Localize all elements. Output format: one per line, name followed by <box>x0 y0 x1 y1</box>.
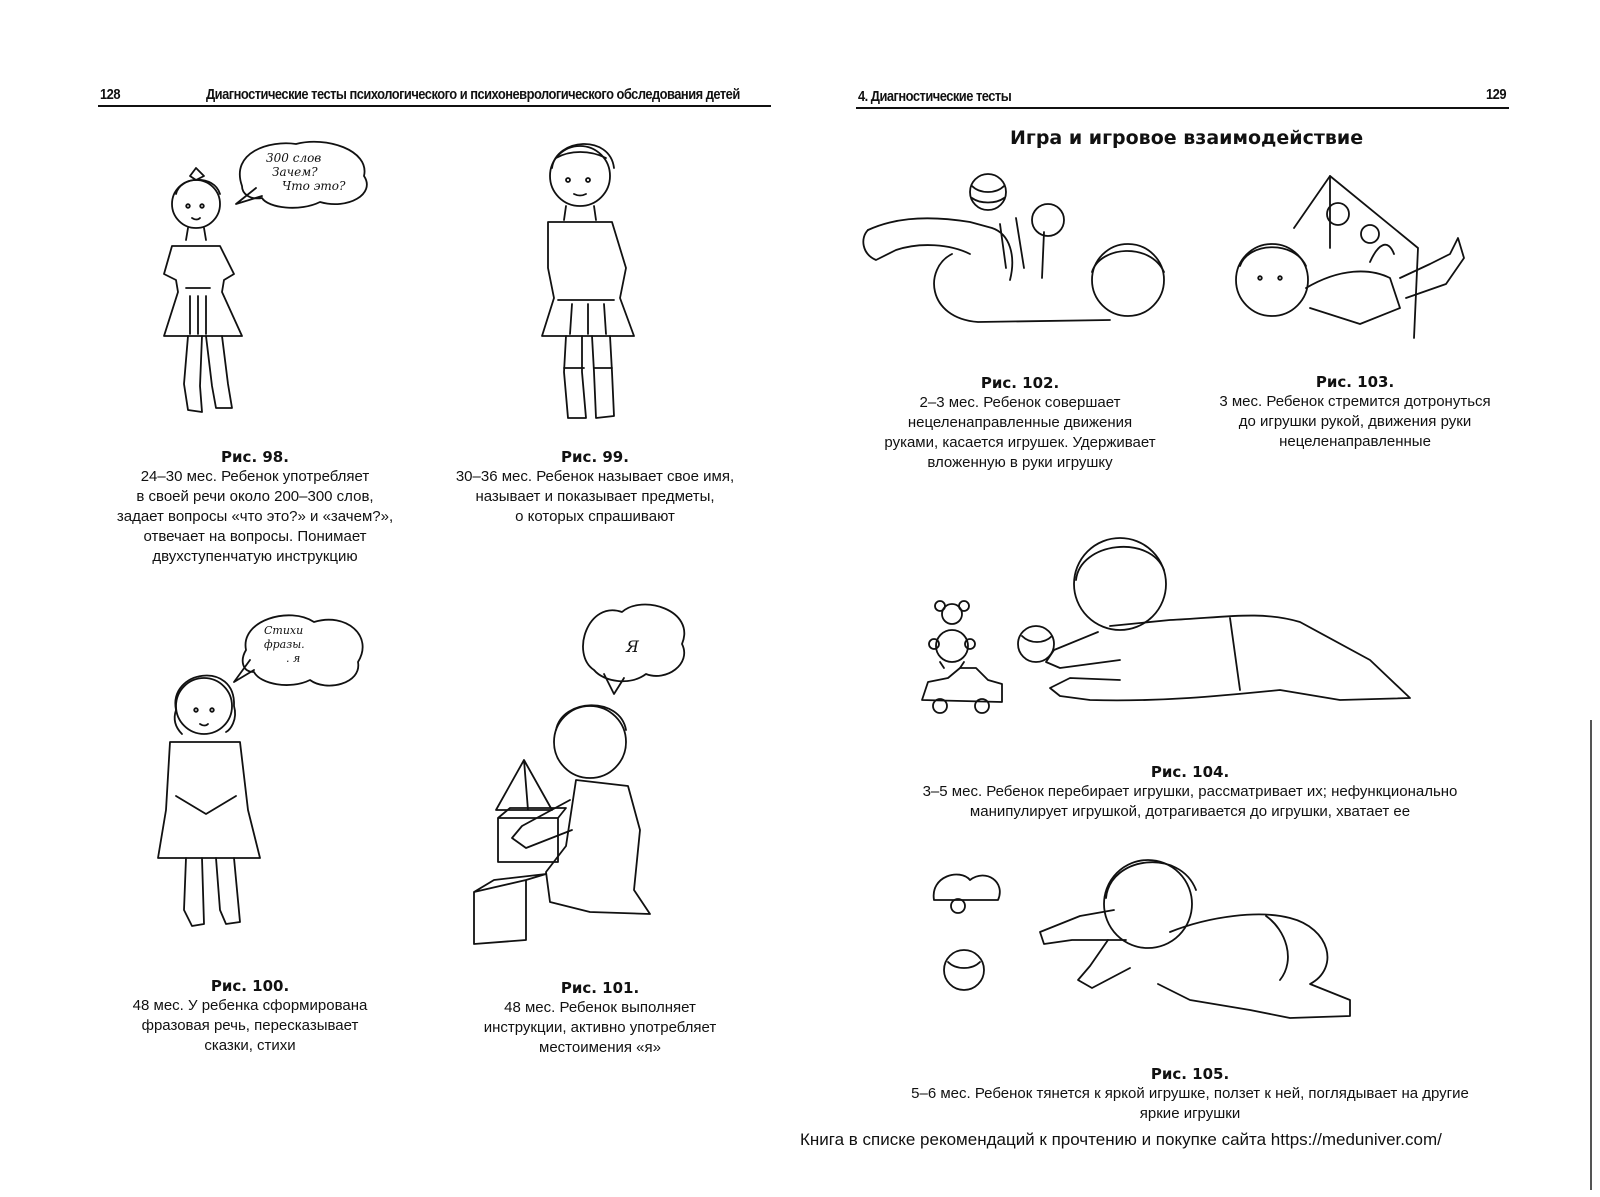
caption-fig101: Рис. 101. 48 мес. Ребенок выполняет инст… <box>440 978 760 1058</box>
page-number-right: 129 <box>1486 86 1507 103</box>
figure-label: Рис. 104. <box>1150 763 1230 781</box>
speech-bubble-outline <box>239 140 368 209</box>
illustration-fig99 <box>541 143 635 419</box>
caption-fig100: Рис. 100. 48 мес. У ребенка сформирована… <box>100 976 400 1056</box>
caption-line: задает вопросы «что это?» и «зачем?», <box>116 508 394 525</box>
running-header-right: 4. Диагностические тесты <box>858 88 1012 105</box>
figure-label: Рис. 99. <box>561 448 629 466</box>
caption-line: нецеленаправленные движения <box>907 414 1133 431</box>
illustration-fig98: 300 слов Зачем? Что это? <box>163 140 368 413</box>
illustration-fig102 <box>862 173 1165 323</box>
caption-fig104: Рис. 104. 3–5 мес. Ребенок перебирает иг… <box>860 762 1520 822</box>
illustration-fig100: Стихи фразы. . я <box>157 614 364 927</box>
caption-line: о которых спрашивают <box>515 508 675 525</box>
caption-line: 24–30 мес. Ребенок употребляет <box>140 468 370 485</box>
section-title: Игра и игровое взаимодействие <box>1010 127 1364 149</box>
caption-line: руками, касается игрушек. Удерживает <box>884 434 1156 451</box>
page-number-left: 128 <box>100 86 121 103</box>
caption-fig103: Рис. 103. 3 мес. Ребенок стремится дотро… <box>1195 372 1515 452</box>
caption-line: 2–3 мес. Ребенок совершает <box>919 394 1121 411</box>
caption-fig102: Рис. 102. 2–3 мес. Ребенок совершает нец… <box>855 373 1185 473</box>
figure-label: Рис. 98. <box>221 448 289 466</box>
speech-bubble-outline <box>582 603 686 683</box>
caption-line: в своей речи около 200–300 слов, <box>136 488 374 505</box>
illustration-fig101: Я <box>473 603 686 945</box>
caption-line: яркие игрушки <box>1139 1105 1241 1122</box>
figure-label: Рис. 102. <box>980 374 1060 392</box>
caption-line: двухступенчатую инструкцию <box>152 548 358 565</box>
caption-line: 3–5 мес. Ребенок перебирает игрушки, рас… <box>922 783 1458 800</box>
caption-line: манипулирует игрушкой, дотрагивается до … <box>969 803 1411 820</box>
caption-line: 3 мес. Ребенок стремится дотронуться <box>1219 393 1491 410</box>
caption-fig105: Рис. 105. 5–6 мес. Ребенок тянется к ярк… <box>860 1064 1520 1124</box>
bubble-fig100-line2: фразы. <box>264 638 305 651</box>
bubble-fig98-line1: 300 слов <box>266 151 321 165</box>
running-header-left: Диагностические тесты психологического и… <box>206 86 740 103</box>
bubble-fig100-line3: . я <box>286 652 300 665</box>
caption-line: 48 мес. У ребенка сформирована <box>132 997 368 1014</box>
caption-fig99: Рис. 99. 30–36 мес. Ребенок называет сво… <box>420 447 770 527</box>
caption-line: сказки, стихи <box>204 1037 296 1054</box>
caption-line: отвечает на вопросы. Понимает <box>143 528 367 545</box>
figure-label: Рис. 105. <box>1150 1065 1230 1083</box>
bubble-fig100-line1: Стихи <box>264 624 303 637</box>
caption-line: фразовая речь, пересказывает <box>141 1017 359 1034</box>
speech-bubble-outline <box>241 614 364 687</box>
bubble-fig101-text: Я <box>625 637 640 656</box>
figure-label: Рис. 103. <box>1315 373 1395 391</box>
footer-note: Книга в списке рекомендаций к прочтению … <box>800 1130 1442 1149</box>
illustration-fig105 <box>932 859 1351 1019</box>
caption-line: 30–36 мес. Ребенок называет свое имя, <box>455 468 735 485</box>
caption-line: до игрушки рукой, движения руки <box>1238 413 1472 430</box>
illustration-fig104 <box>921 537 1411 714</box>
page-edge <box>1590 720 1592 1190</box>
caption-line: 5–6 мес. Ребенок тянется к яркой игрушке… <box>911 1085 1469 1102</box>
bubble-fig98-line3: Что это? <box>282 179 346 193</box>
caption-fig98: Рис. 98. 24–30 мес. Ребенок употребляет … <box>90 447 420 567</box>
figure-label: Рис. 100. <box>210 977 290 995</box>
caption-line: инструкции, активно употребляет <box>483 1019 717 1036</box>
caption-line: нецеленаправленные <box>1279 433 1431 450</box>
caption-line: вложенную в руки игрушку <box>927 454 1113 471</box>
caption-line: 48 мес. Ребенок выполняет <box>504 999 696 1016</box>
caption-line: местоимения «я» <box>539 1039 661 1056</box>
caption-line: называет и показывает предметы, <box>475 488 715 505</box>
figure-label: Рис. 101. <box>560 979 640 997</box>
header-rule-right <box>856 107 1509 109</box>
bubble-fig98-line2: Зачем? <box>272 165 318 179</box>
header-rule-left <box>98 105 771 107</box>
illustration-fig103 <box>1235 175 1465 339</box>
